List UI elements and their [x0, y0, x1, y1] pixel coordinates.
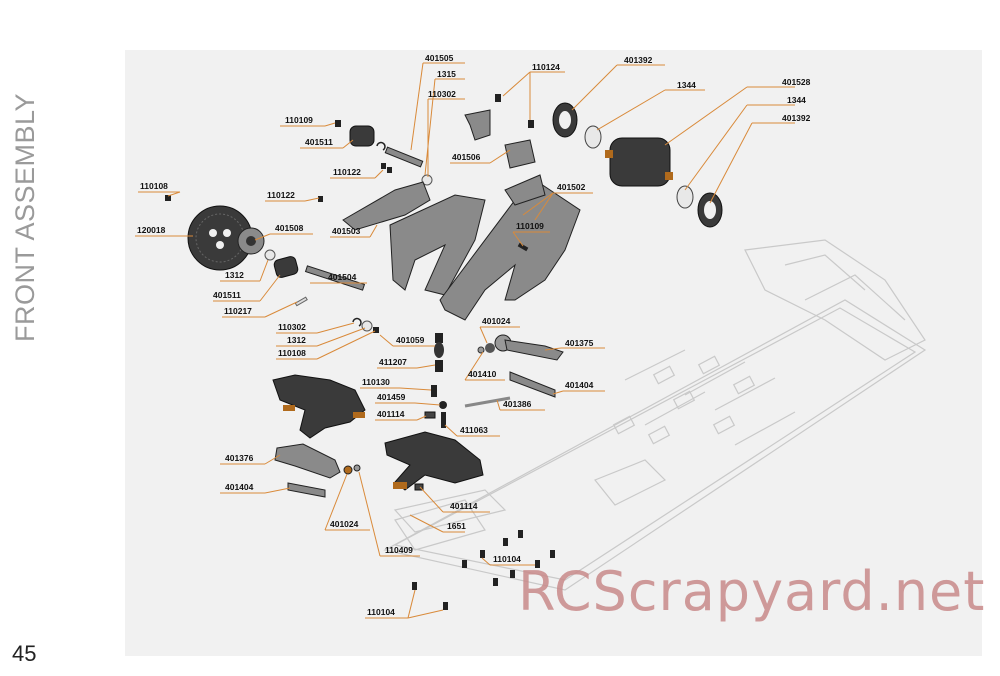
label-110302-top: 110302: [428, 89, 456, 99]
drive-cup-401511-lower: [273, 256, 299, 278]
side-title-text: FRONT ASSEMBLY: [10, 93, 40, 342]
washers-401024: [343, 464, 361, 475]
label-110108-top: 110108: [140, 181, 168, 191]
label-1344-bottom: 1344: [787, 95, 806, 105]
screw-110108-upper: [165, 195, 171, 201]
screws-110104: [412, 530, 555, 610]
label-401459: 401459: [377, 392, 406, 402]
bearing-1312-lower: [361, 320, 373, 332]
label-401511-top: 401511: [305, 137, 333, 147]
screw-110108-lower: [373, 327, 379, 333]
label-411207: 411207: [379, 357, 407, 367]
screw-110109: [335, 120, 341, 127]
ballstud-401059: [434, 333, 444, 358]
label-401410: 401410: [468, 369, 497, 379]
label-1312-lower: 1312: [287, 335, 306, 345]
label-401502: 401502: [557, 182, 586, 192]
screws-110124: [495, 94, 534, 128]
label-110109-top: 110109: [285, 115, 313, 125]
label-1315: 1315: [437, 69, 456, 79]
label-401404-right: 401404: [565, 380, 594, 390]
label-401508: 401508: [275, 223, 304, 233]
spacer-401114-lower: [414, 483, 424, 491]
bearing-1312-upper: [264, 249, 276, 261]
label-110124: 110124: [532, 62, 560, 72]
label-401392-bottom: 401392: [782, 113, 811, 123]
label-401504: 401504: [328, 272, 357, 282]
side-title: FRONT ASSEMBLY: [2, 48, 42, 344]
label-110302-lower: 110302: [278, 322, 306, 332]
rod-401386: [464, 396, 511, 408]
lower-arm-401114: [384, 431, 484, 491]
label-110109-mid: 110109: [516, 221, 544, 231]
label-110217: 110217: [224, 306, 252, 316]
pin-110217: [294, 296, 308, 307]
screw-110130: [431, 385, 437, 397]
bulkhead-401502: [389, 174, 581, 321]
label-1651: 1651: [447, 521, 466, 531]
label-401376: 401376: [225, 453, 254, 463]
part-labels: 401505 1315 110302 110124 401392 1344 40…: [137, 53, 811, 617]
label-110104-upper: 110104: [493, 554, 521, 564]
washer-401410: [477, 346, 485, 354]
clip-110302-lower: [352, 317, 362, 327]
exploded-diagram: 401505 1315 110302 110124 401392 1344 40…: [135, 53, 927, 619]
drive-shaft-401504: [304, 265, 366, 291]
steering-arm-401375: [485, 334, 564, 361]
pin-110109-small: [517, 242, 529, 252]
label-401386: 401386: [503, 399, 532, 409]
pivot-411207: [435, 360, 443, 372]
label-401528: 401528: [782, 77, 811, 87]
bulkhead-401503: [342, 181, 431, 231]
shaft-401505: [384, 146, 424, 168]
label-110108-lower: 110108: [278, 348, 306, 358]
label-1344-top: 1344: [677, 80, 696, 90]
slipper-plate-401508: [237, 227, 265, 255]
upper-arm-left: [272, 374, 366, 439]
chassis-plate-outline: [383, 239, 927, 591]
exploded-diagram-panel: 401505 1315 110302 110124 401392 1344 40…: [125, 50, 982, 656]
leader-lines: [135, 62, 795, 619]
label-401511-lower: 401511: [213, 290, 241, 300]
label-401375: 401375: [565, 338, 594, 348]
link-401404-left: [287, 482, 326, 498]
label-1312-upper: 1312: [225, 270, 244, 280]
label-401404-left: 401404: [225, 482, 254, 492]
bearing-1344-right: [676, 185, 694, 209]
steering-block-401376: [274, 443, 341, 479]
label-110122-top: 110122: [333, 167, 361, 177]
seal-401392-right: [697, 192, 723, 228]
drive-cup-401511-upper: [349, 125, 375, 147]
label-401059: 401059: [396, 335, 425, 345]
spacer-401114-upper: [424, 411, 436, 419]
label-110122-mid: 110122: [267, 190, 295, 200]
label-401506: 401506: [452, 152, 481, 162]
label-401024-bottom: 401024: [330, 519, 359, 529]
label-401114-bottom: 401114: [450, 501, 478, 511]
label-411063: 411063: [460, 425, 488, 435]
nut-401459: [439, 401, 447, 409]
bearing-1315: [421, 174, 433, 186]
label-110104-lower: 110104: [367, 607, 395, 617]
label-120018: 120018: [137, 225, 166, 235]
watermark: RCScrapyard.net: [518, 560, 986, 623]
link-401404-right: [509, 371, 556, 398]
seal-401392-left: [552, 102, 578, 138]
screws-110122: [318, 163, 392, 202]
label-110130: 110130: [362, 377, 390, 387]
label-401024-top: 401024: [482, 316, 511, 326]
label-401392-top: 401392: [624, 55, 653, 65]
mount-401506: [464, 109, 536, 169]
label-110409: 110409: [385, 545, 413, 555]
label-401503: 401503: [332, 226, 361, 236]
clip-110302-upper: [376, 141, 386, 151]
plate-1651: [393, 489, 507, 533]
bearing-1344-left: [584, 125, 602, 149]
page-number: 45: [12, 641, 37, 666]
label-401114-top: 401114: [377, 409, 405, 419]
diff-401528: [605, 137, 673, 187]
label-401505: 401505: [425, 53, 454, 63]
screw-411063: [441, 412, 446, 428]
